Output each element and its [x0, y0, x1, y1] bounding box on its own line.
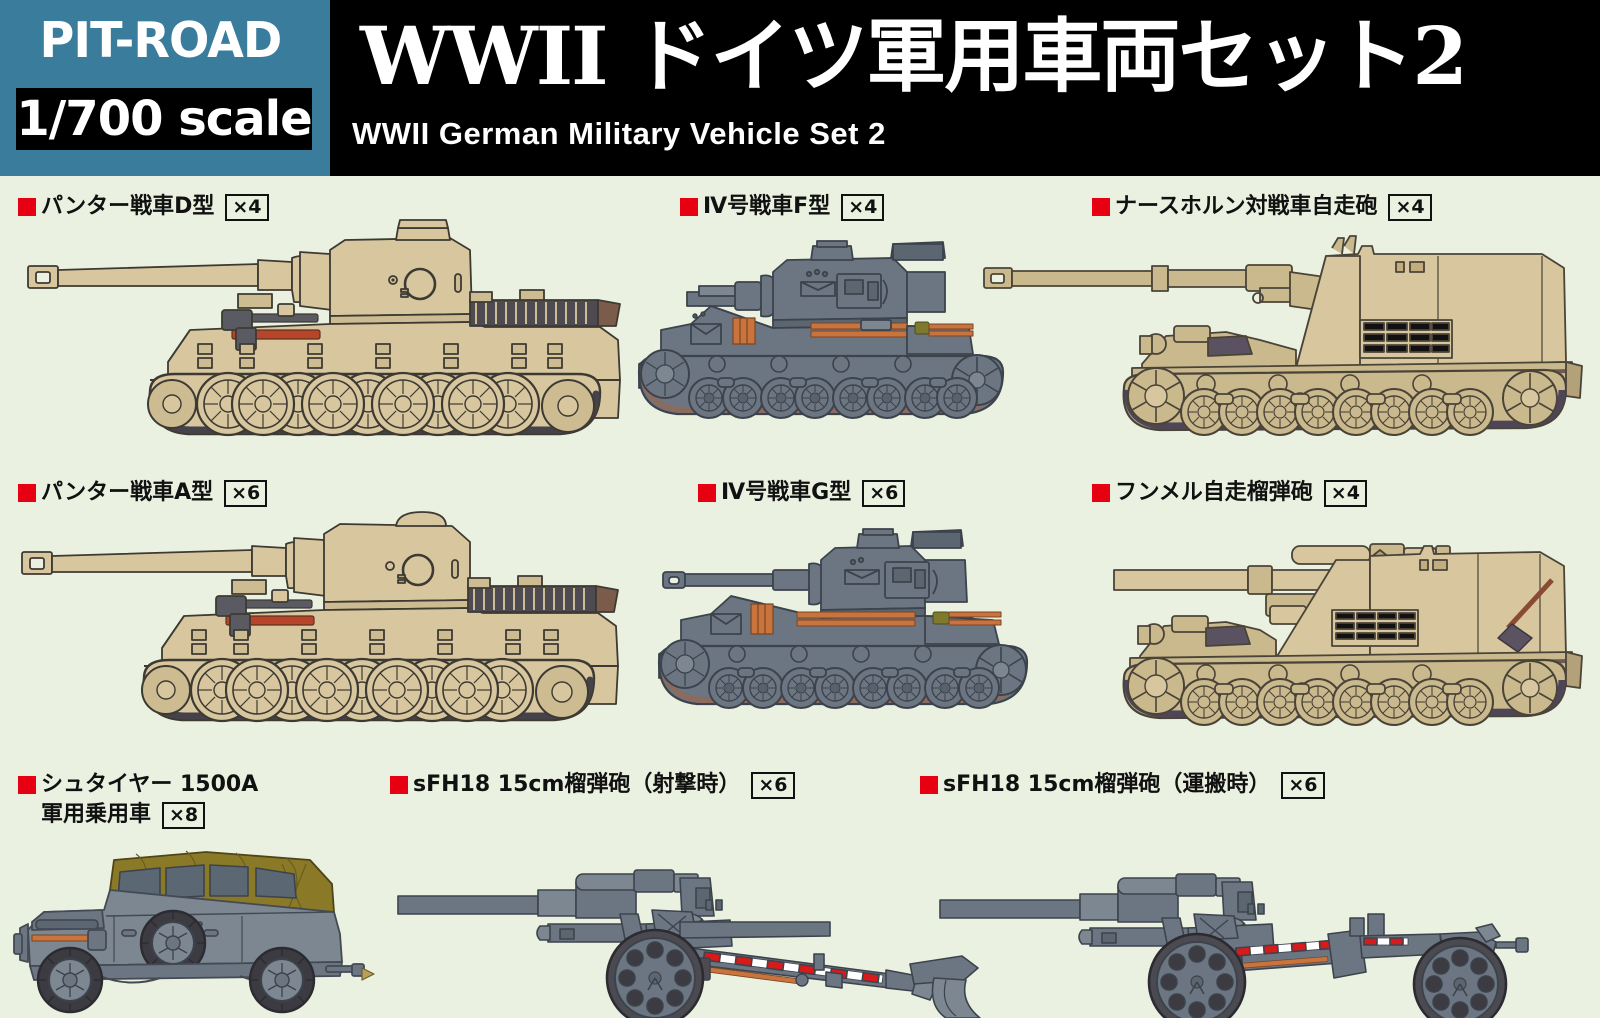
item-label-text: ナースホルン対戦車自走砲 [1115, 194, 1378, 219]
item-count-badge: ×4 [225, 193, 269, 221]
item-label-text: sFH18 15cm榴弾砲（射撃時） [413, 772, 741, 797]
scale-badge-text: 1/700 scale [16, 91, 312, 147]
item-label-text: フンメル自走榴弾砲 [1115, 480, 1313, 505]
bullet-square-icon [1092, 198, 1110, 216]
item-count-badge: ×4 [1323, 479, 1367, 507]
item-label-text: パンター戦車D型 [41, 194, 215, 219]
vehicle-illustration-panther-d [0, 219, 640, 437]
bullet-square-icon [390, 776, 408, 794]
vehicle-illustration-panzer-iv-g [645, 528, 1065, 718]
bullet-square-icon [18, 484, 36, 502]
item-label-panther-d: パンター戦車D型 ×4 [18, 192, 269, 222]
bullet-square-icon [18, 776, 36, 794]
vehicle-illustration-sfh18-firing [390, 838, 939, 1018]
item-count-badge: ×6 [1281, 771, 1325, 799]
item-label-text-line2: 軍用乗用車 [41, 802, 152, 827]
item-label-steyr-1500a: シュタイヤー 1500A 軍用乗用車 ×8 [18, 770, 258, 830]
item-count-badge: ×6 [862, 479, 906, 507]
page-title-english: WWII German Military Vehicle Set 2 [352, 116, 886, 151]
item-count-badge: ×4 [1388, 193, 1432, 221]
bullet-square-icon [698, 484, 716, 502]
bullet-square-icon [920, 776, 938, 794]
item-label-nashorn: ナースホルン対戦車自走砲 ×4 [1092, 192, 1432, 222]
page-title-japanese: WWII ドイツ軍用車両セット2 [360, 9, 1468, 103]
item-label-panzer-iv-g: Ⅳ号戦車G型 ×6 [698, 478, 906, 508]
item-count-badge: ×6 [224, 479, 268, 507]
item-label-hummel: フンメル自走榴弾砲 ×4 [1092, 478, 1367, 508]
vehicle-illustration-panzer-iv-f [625, 238, 1045, 428]
vehicle-illustration-panther-a [0, 511, 640, 723]
vehicle-illustration-sfh18-towing [909, 838, 1530, 1018]
vehicle-illustration-hummel [1080, 520, 1600, 726]
item-label-text: パンター戦車A型 [41, 480, 214, 505]
brand-logo-text: PIT-ROAD [39, 12, 283, 69]
brand-block: PIT-ROAD 1/700 scale [0, 0, 330, 176]
item-label-text-line1: シュタイヤー 1500A [41, 772, 259, 797]
item-label-sfh18-firing: sFH18 15cm榴弾砲（射撃時） ×6 [390, 770, 795, 800]
header-banner: PIT-ROAD 1/700 scale WWII ドイツ軍用車両セット2 WW… [0, 0, 1600, 176]
scale-badge: 1/700 scale [16, 88, 313, 150]
bullet-square-icon [680, 198, 698, 216]
vehicle-illustration-steyr-1500a [10, 838, 385, 1016]
item-label-text: Ⅳ号戦車G型 [721, 480, 852, 505]
item-label-sfh18-towing: sFH18 15cm榴弾砲（運搬時） ×6 [920, 770, 1325, 800]
item-label-text: sFH18 15cm榴弾砲（運搬時） [943, 772, 1271, 797]
item-label-text: Ⅳ号戦車F型 [703, 194, 831, 219]
item-count-badge: ×8 [162, 801, 206, 829]
vehicle-illustration-nashorn [960, 232, 1585, 436]
bullet-square-icon [18, 198, 36, 216]
bullet-square-icon [1092, 484, 1110, 502]
item-label-panther-a: パンター戦車A型 ×6 [18, 478, 268, 508]
item-count-badge: ×4 [841, 193, 885, 221]
item-count-badge: ×6 [751, 771, 795, 799]
item-label-panzer-iv-f: Ⅳ号戦車F型 ×4 [680, 192, 885, 222]
